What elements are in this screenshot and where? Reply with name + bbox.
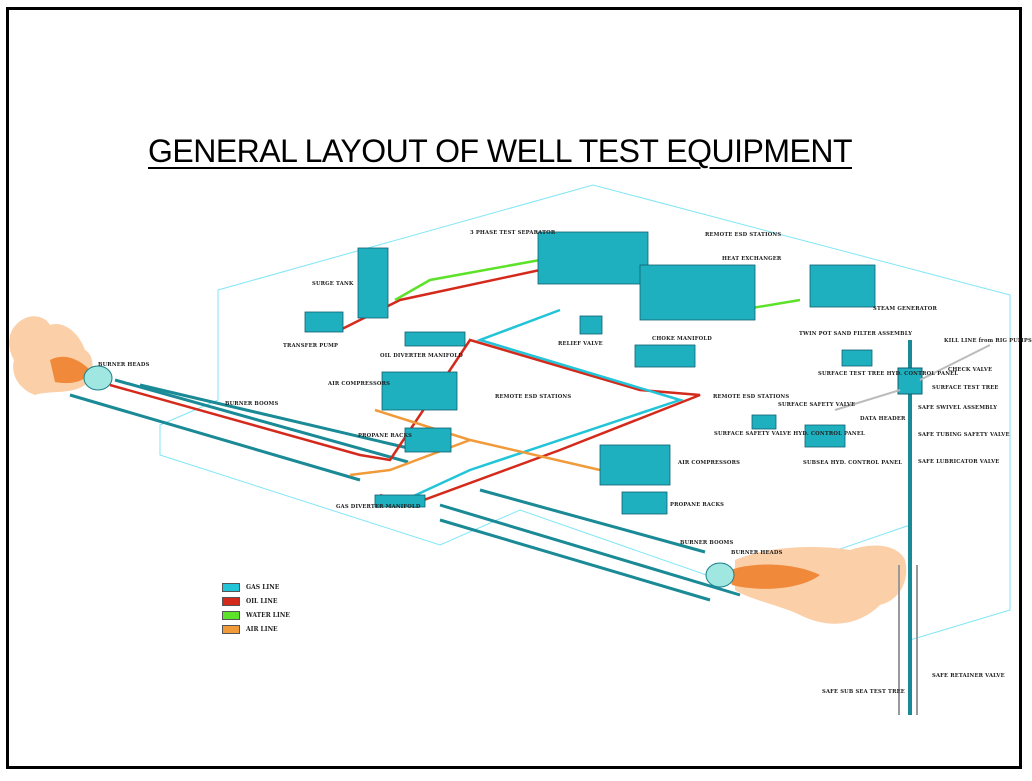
label-remote-esd-2: REMOTE ESD STATIONS <box>495 394 571 400</box>
surge-tank <box>357 247 389 319</box>
label-safe-subsea-tree: SAFE SUB SEA TEST TREE <box>822 689 905 695</box>
label-surface-test-tree: SURFACE TEST TREE <box>932 385 999 391</box>
label-heat-exchanger: HEAT EXCHANGER <box>722 256 782 262</box>
label-twin-pot-sand: TWIN POT SAND FILTER ASSEMBLY <box>799 331 912 337</box>
flame-left <box>9 316 93 395</box>
surface-safety-valve-panel <box>751 414 777 430</box>
legend-item-water: WATER LINE <box>222 608 290 622</box>
label-gas-diverter-manifold: GAS DIVERTER MANIFOLD <box>336 504 421 510</box>
burner-boom-left <box>69 378 409 482</box>
label-propane-racks-right: PROPANE RACKS <box>670 502 724 508</box>
label-burner-heads-right: BURNER HEADS <box>731 550 783 556</box>
gas-line-swatch <box>222 582 240 592</box>
legend-label: GAS LINE <box>246 583 280 591</box>
air-line <box>469 438 601 472</box>
label-surge-tank: SURGE TANK <box>312 281 354 287</box>
surface-test-tree-panel <box>841 349 873 367</box>
equipment-labels: 3 PHASE TEST SEPARATOR REMOTE ESD STATIO… <box>98 230 1032 695</box>
oil-line <box>339 268 541 332</box>
legend-label: WATER LINE <box>246 611 290 619</box>
label-air-compressors-left: AIR COMPRESSORS <box>327 381 390 387</box>
air-line <box>349 408 474 477</box>
label-burner-booms-right: BURNER BOOMS <box>680 540 733 546</box>
label-transfer-pump: TRANSFER PUMP <box>283 343 338 349</box>
label-3-phase-separator: 3 PHASE TEST SEPARATOR <box>470 230 556 236</box>
label-subsea-panel: SUBSEA HYD. CONTROL PANEL <box>803 460 902 466</box>
label-kill-line: KILL LINE from RIG PUMPS <box>944 338 1032 344</box>
label-safe-tubing: SAFE TUBING SAFETY VALVE <box>918 432 1010 438</box>
label-burner-booms-left: BURNER BOOMS <box>225 401 278 407</box>
label-safe-retainer: SAFE RETAINER VALVE <box>932 673 1005 679</box>
label-oil-diverter-manifold: OIL DIVERTER MANIFOLD <box>380 353 463 359</box>
burner-boom-right <box>439 488 741 602</box>
air-compressor-right <box>599 444 671 486</box>
label-remote-esd-3: REMOTE ESD STATIONS <box>713 394 789 400</box>
label-remote-esd-1: REMOTE ESD STATIONS <box>705 232 781 238</box>
gas-line <box>404 308 685 502</box>
air-line-swatch <box>222 624 240 634</box>
label-choke-manifold: CHOKE MANIFOLD <box>652 336 712 342</box>
legend-item-gas: GAS LINE <box>222 580 290 594</box>
burner-head-right <box>705 562 735 588</box>
gas-diverter-manifold <box>374 494 426 508</box>
three-phase-separator <box>537 231 649 285</box>
label-safe-swivel: SAFE SWIVEL ASSEMBLY <box>918 405 997 411</box>
label-air-compressors-right: AIR COMPRESSORS <box>677 460 740 466</box>
label-steam-generator: STEAM GENERATOR <box>873 306 937 312</box>
label-ssv-panel: SURFACE SAFETY VALVE HYD. CONTROL PANEL <box>714 431 865 437</box>
page-title: GENERAL LAYOUT OF WELL TEST EQUIPMENT <box>147 133 853 169</box>
legend-item-air: AIR LINE <box>222 622 290 636</box>
relief-valve <box>579 315 603 335</box>
oil-line-swatch <box>222 596 240 606</box>
label-relief-valve: RELIEF VALVE <box>558 341 603 347</box>
pipe-network <box>109 258 801 507</box>
legend-label: AIR LINE <box>246 625 278 633</box>
choke-manifold <box>634 344 696 368</box>
subsea-control-panel <box>804 424 846 448</box>
air-compressor-left <box>381 371 458 411</box>
label-safe-lubricator: SAFE LUBRICATOR VALVE <box>918 459 999 465</box>
water-line <box>394 258 541 302</box>
label-propane-racks-left: PROPANE RACKS <box>358 433 412 439</box>
legend-label: OIL LINE <box>246 597 278 605</box>
steam-generator <box>809 264 876 308</box>
wellhead-string <box>834 340 991 715</box>
oil-line <box>109 338 701 507</box>
propane-racks-right <box>621 491 668 515</box>
slide-frame <box>6 7 1022 769</box>
oil-diverter-manifold <box>404 331 466 347</box>
label-check-valve: CHECK VALVE <box>948 367 992 373</box>
legend-item-oil: OIL LINE <box>222 594 290 608</box>
heat-exchanger <box>639 264 756 321</box>
flame-right <box>730 545 907 624</box>
label-surface-safety-valve: SURFACE SAFETY VALVE <box>778 402 855 408</box>
transfer-pump <box>304 311 344 333</box>
label-surface-test-tree-panel: SURFACE TEST TREE HYD. CONTROL PANEL <box>818 371 958 377</box>
burner-head-left <box>83 365 113 391</box>
water-line-swatch <box>222 610 240 620</box>
propane-racks-left <box>404 427 452 453</box>
label-data-header: DATA HEADER <box>860 416 906 422</box>
line-legend: GAS LINE OIL LINE WATER LINE AIR LINE <box>222 580 290 636</box>
label-burner-heads-left: BURNER HEADS <box>98 362 150 368</box>
